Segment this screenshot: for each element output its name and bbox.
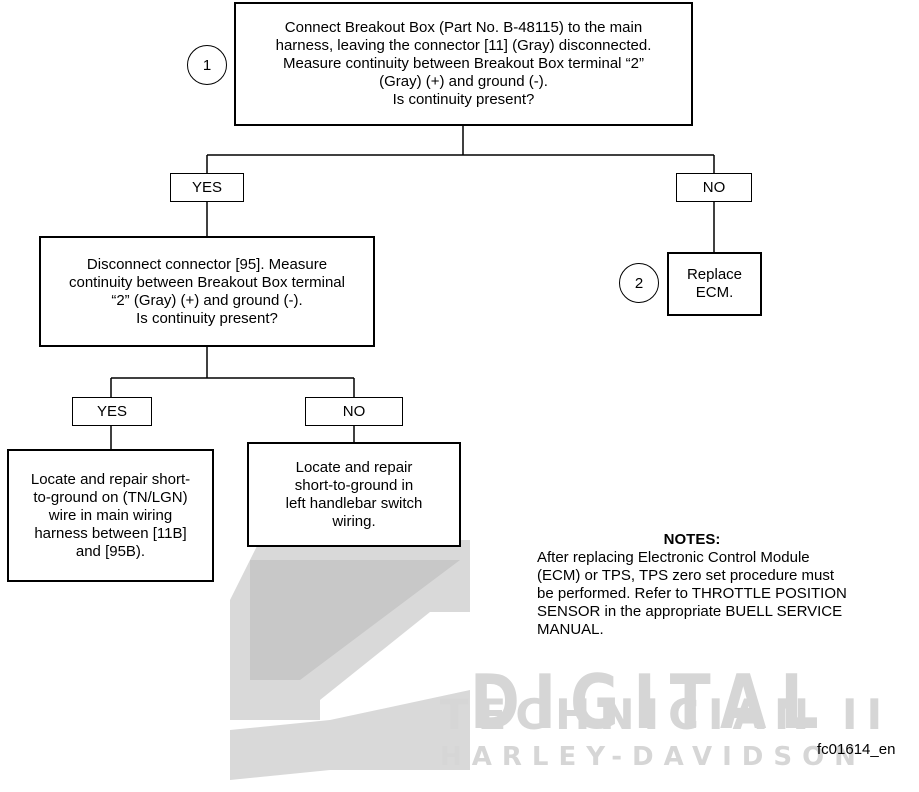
- repair-main-harness-box: Locate and repair short- to-ground on (T…: [7, 449, 214, 582]
- watermark-flag-lower: [230, 720, 330, 780]
- repair-left-text-line: wiring.: [332, 512, 376, 530]
- repair-main-text-line: to-ground on (TN/LGN): [33, 488, 188, 506]
- branch-yes-label: YES: [170, 173, 244, 202]
- figure-code: fc01614_en: [817, 741, 896, 758]
- replace-text-line: ECM.: [695, 284, 734, 301]
- replace-text-line: Replace: [686, 266, 743, 283]
- notes-text-line: (ECM) or TPS, TPS zero set procedure mus…: [537, 567, 835, 584]
- step2-question-box: Disconnect connector [95]. Measure conti…: [39, 236, 375, 347]
- step2-text-line: Is continuity present?: [136, 309, 278, 327]
- step-number-badge: 2: [619, 263, 659, 303]
- step2-text-line: continuity between Breakout Box terminal: [69, 273, 345, 291]
- step1-text-line: Connect Breakout Box (Part No. B-48115) …: [284, 19, 643, 36]
- repair-left-text-line: short-to-ground in: [294, 476, 414, 494]
- step2-text-line: Disconnect connector [95]. Measure: [86, 255, 328, 273]
- notes-text-line: MANUAL.: [537, 621, 604, 638]
- step1-text-line: Measure continuity between Breakout Box …: [282, 55, 644, 72]
- repair-left-text-line: Locate and repair: [295, 458, 413, 476]
- repair-main-text-line: wire in main wiring: [48, 506, 173, 524]
- notes-text-line: After replacing Electronic Control Modul…: [537, 549, 810, 566]
- step1-question-box: Connect Breakout Box (Part No. B-48115) …: [234, 2, 693, 126]
- notes-title: NOTES:: [663, 531, 721, 548]
- step1-text-line: (Gray) (+) and ground (-).: [379, 73, 548, 90]
- watermark-harley: HARLEY-DAVIDSON: [440, 742, 866, 772]
- watermark-digital: DIGITAL: [470, 659, 833, 747]
- repair-main-text-line: Locate and repair short-: [30, 470, 191, 488]
- repair-main-text-line: harness between [11B]: [34, 524, 187, 542]
- step1-text-line: Is continuity present?: [392, 91, 535, 108]
- watermark-flag-base: [330, 690, 470, 770]
- step-number-badge: 1: [187, 45, 227, 85]
- step2-text-line: “2” (Gray) (+) and ground (-).: [111, 291, 303, 309]
- watermark-flag-stripe: [250, 560, 460, 680]
- step1-text-line: harness, leaving the connector [11] (Gra…: [275, 37, 652, 54]
- notes-text-line: be performed. Refer to THROTTLE POSITION: [537, 585, 847, 602]
- repair-left-text-line: left handlebar switch: [285, 494, 423, 512]
- notes-section: NOTES: After replacing Electronic Contro…: [537, 531, 917, 639]
- watermark-technician: TECHNICIAN II: [440, 690, 892, 739]
- branch-no-label: NO: [305, 397, 403, 426]
- replace-ecm-box: Replace ECM.: [667, 252, 762, 316]
- repair-left-handlebar-box: Locate and repair short-to-ground in lef…: [247, 442, 461, 547]
- branch-yes-label: YES: [72, 397, 152, 426]
- repair-main-text-line: and [95B).: [75, 542, 146, 560]
- notes-text-line: SENSOR in the appropriate BUELL SERVICE: [537, 603, 843, 620]
- branch-no-label: NO: [676, 173, 752, 202]
